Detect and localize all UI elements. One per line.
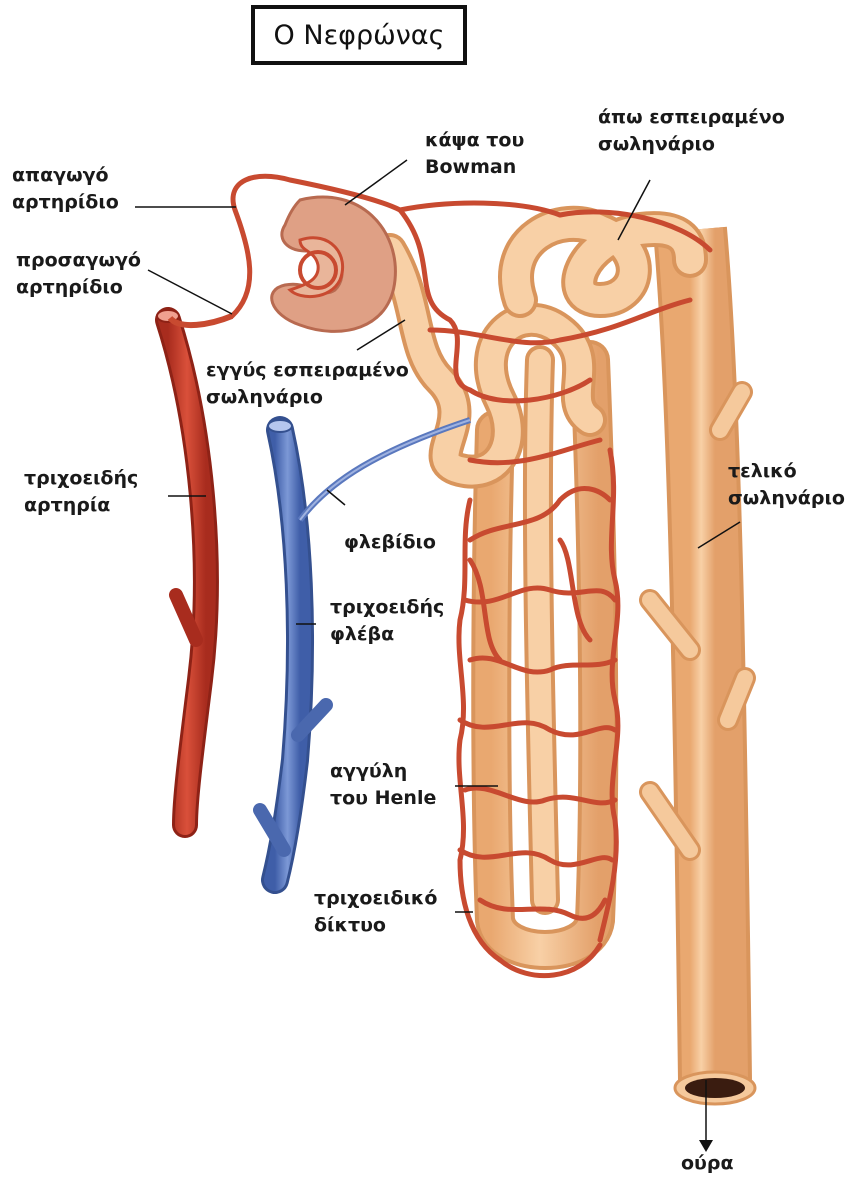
- label-collecting-duct: τελικό σωληνάριο: [728, 458, 845, 512]
- bowman-capsule: [272, 197, 396, 331]
- label-line: του Henle: [330, 785, 436, 812]
- label-line: φλέβα: [330, 621, 444, 648]
- label-proximal-tubule: εγγύς εσπειραμένο σωληνάριο: [206, 357, 409, 411]
- label-line: Bowman: [425, 154, 524, 181]
- title-box: Ο Νεφρώνας: [251, 5, 467, 65]
- page-title: Ο Νεφρώνας: [274, 20, 445, 51]
- label-line: δίκτυο: [314, 912, 437, 939]
- label-line: αρτηρία: [24, 492, 138, 519]
- label-line: απαγωγό: [12, 162, 119, 189]
- label-line: σωληνάριο: [206, 384, 409, 411]
- label-line: τριχοειδής: [330, 594, 444, 621]
- label-line: σωληνάριο: [728, 485, 845, 512]
- label-line: άπω εσπειραμένο: [598, 104, 785, 131]
- label-efferent-arteriole: απαγωγό αρτηρίδιο: [12, 162, 119, 216]
- label-urine: ούρα: [681, 1150, 734, 1177]
- label-line: κάψα του: [425, 127, 524, 154]
- label-line: εγγύς εσπειραμένο: [206, 357, 409, 384]
- label-line: αγγύλη: [330, 758, 436, 785]
- label-capillary-artery: τριχοειδής αρτηρία: [24, 465, 138, 519]
- label-distal-tubule: άπω εσπειραμένο σωληνάριο: [598, 104, 785, 158]
- label-loop-of-henle: αγγύλη του Henle: [330, 758, 436, 812]
- label-bowman-capsule: κάψα του Bowman: [425, 127, 524, 181]
- label-line: αρτηρίδιο: [16, 274, 141, 301]
- label-line: τριχοειδής: [24, 465, 138, 492]
- label-line: αρτηρίδιο: [12, 189, 119, 216]
- label-line: σωληνάριο: [598, 131, 785, 158]
- label-line: τελικό: [728, 458, 845, 485]
- label-capillary-vein: τριχοειδής φλέβα: [330, 594, 444, 648]
- label-line: φλεβίδιο: [344, 529, 436, 556]
- label-line: ούρα: [681, 1150, 734, 1177]
- label-afferent-arteriole: προσαγωγό αρτηρίδιο: [16, 247, 141, 301]
- collecting-duct: [650, 230, 755, 1104]
- label-venule: φλεβίδιο: [344, 529, 436, 556]
- label-line: προσαγωγό: [16, 247, 141, 274]
- label-line: τριχοειδικό: [314, 885, 437, 912]
- label-capillary-network: τριχοειδικό δίκτυο: [314, 885, 437, 939]
